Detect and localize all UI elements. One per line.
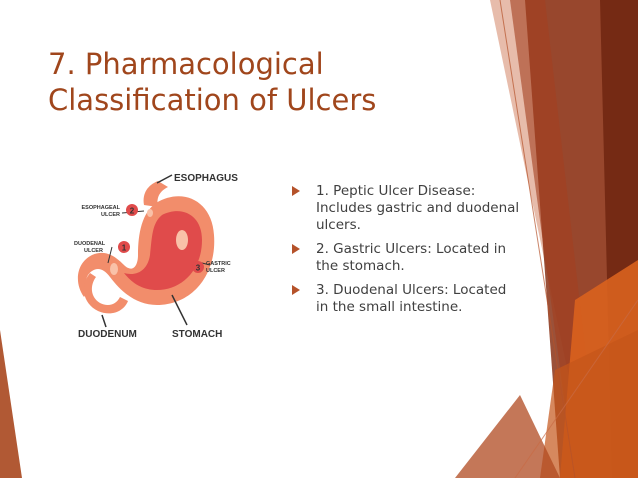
label-esophageal-ulcer-2: ULCER — [101, 212, 120, 218]
stomach-ulcer-illustration: 2 1 3 ESOPHAGUS ESOPHAGEAL ULCER DUODENA… — [74, 173, 238, 340]
esophagus-shape — [143, 181, 168, 207]
label-gastric-ulcer-2: ULCER — [206, 268, 225, 274]
ulcer-spot-duodenal — [110, 263, 118, 275]
bullet-arrow-icon — [292, 244, 300, 254]
marker-2-label: 2 — [130, 207, 135, 216]
label-duodenum: DUODENUM — [78, 329, 137, 340]
title-line-1: 7. Pharmacological — [48, 47, 324, 81]
marker-1-label: 1 — [122, 244, 127, 253]
marker-3-label: 3 — [196, 264, 201, 273]
ulcer-spot-gastric — [176, 230, 188, 250]
title-line-2: Classification of Ulcers — [48, 83, 377, 117]
bullet-list: 1. Peptic Ulcer Disease: Includes gastri… — [290, 183, 520, 323]
slide-title: 7. Pharmacological Classification of Ulc… — [48, 46, 468, 118]
label-stomach: STOMACH — [172, 329, 222, 340]
marker-3 — [192, 261, 204, 273]
bullet-text: 2. Gastric Ulcers: Located in the stomac… — [316, 241, 507, 274]
marker-1 — [118, 241, 130, 253]
label-esophageal-ulcer-1: ESOPHAGEAL — [81, 205, 120, 211]
bullet-arrow-icon — [292, 285, 300, 295]
bullet-text: 1. Peptic Ulcer Disease: Includes gastri… — [316, 183, 520, 233]
label-gastric-ulcer-1: GASTRIC — [206, 261, 231, 267]
ulcer-spot-esophageal — [147, 209, 153, 217]
bullet-item: 3. Duodenal Ulcers: Located in the small… — [290, 282, 520, 316]
label-duodenal-ulcer-2: ULCER — [84, 248, 103, 254]
label-duodenal-ulcer-1: DUODENAL — [74, 241, 106, 247]
bullet-text: 3. Duodenal Ulcers: Located in the small… — [316, 282, 507, 315]
bullet-item: 1. Peptic Ulcer Disease: Includes gastri… — [290, 183, 520, 234]
marker-2 — [126, 204, 138, 216]
bullet-item: 2. Gastric Ulcers: Located in the stomac… — [290, 241, 520, 275]
duodenum-shape — [83, 273, 128, 314]
bullet-arrow-icon — [292, 186, 300, 196]
label-esophagus: ESOPHAGUS — [174, 173, 238, 184]
